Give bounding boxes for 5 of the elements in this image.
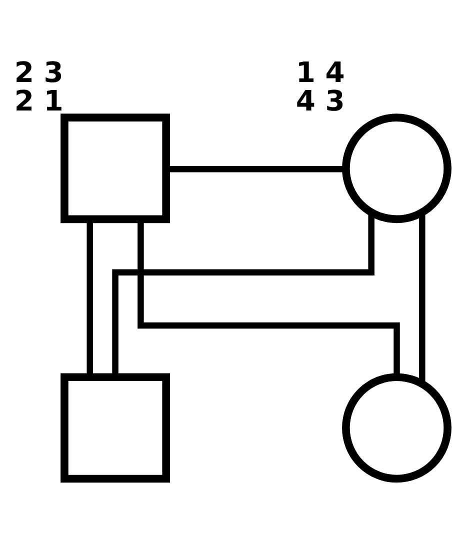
node-circle [342,114,452,224]
node-box [60,373,170,483]
node-box [60,114,170,224]
connector [419,212,426,384]
node-circle [342,373,452,483]
